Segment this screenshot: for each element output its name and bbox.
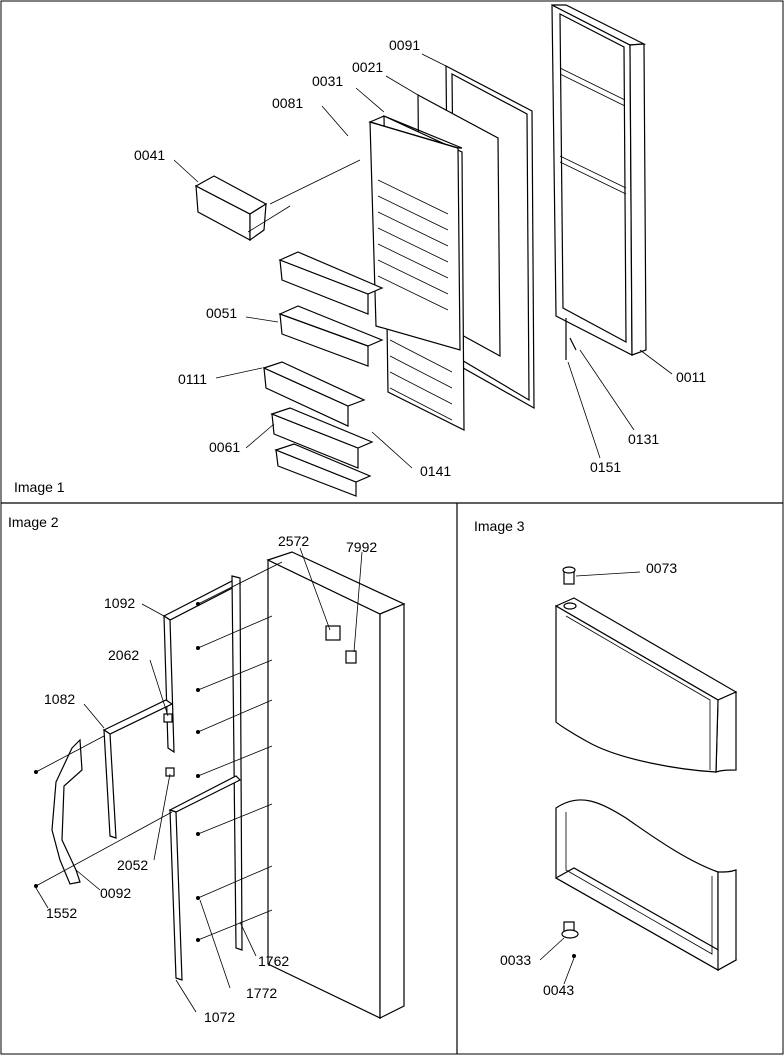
image1-drawing (173, 4, 673, 497)
image2-leaders (35, 547, 363, 1013)
image1-leaders (173, 53, 673, 469)
callout-0031: 0031 (312, 73, 343, 89)
callout-0092: 0092 (100, 885, 131, 901)
image3-leaders (539, 571, 641, 985)
callout-0011: 0011 (676, 369, 706, 385)
image2-caption: Image 2 (8, 514, 59, 530)
callout-0061: 0061 (209, 439, 240, 455)
door-top-segment (554, 597, 738, 773)
image2-connectors (35, 561, 283, 941)
callout-2052: 2052 (117, 857, 148, 873)
image3-drawing (539, 566, 738, 985)
door-block (266, 551, 406, 1019)
callout-0041: 0041 (134, 147, 165, 163)
callout-0033: 0033 (500, 952, 531, 968)
callout-0073: 0073 (646, 560, 677, 576)
image3-caption: Image 3 (474, 518, 525, 534)
hinge-parts (565, 318, 577, 360)
callout-0091: 0091 (389, 37, 420, 53)
callout-0021: 0021 (352, 59, 383, 75)
callout-0111: 0111 (178, 371, 207, 387)
callout-0051: 0051 (206, 305, 237, 321)
callout-0151: 0151 (590, 459, 621, 475)
callout-2572: 2572 (278, 533, 309, 549)
image2-drawing (34, 547, 406, 1019)
door-bottom-segment (554, 799, 738, 972)
image3-labels: Image 3 0073 0033 0043 (474, 518, 677, 998)
image1-labels: Image 1 0091 0021 0031 0081 0041 0051 01… (14, 37, 706, 495)
callout-0043: 0043 (543, 982, 574, 998)
door-bins (262, 251, 384, 497)
callout-1092: 1092 (104, 595, 135, 611)
callout-1772: 1772 (246, 985, 277, 1001)
top-plug (562, 566, 577, 610)
bottom-hinge (561, 921, 579, 958)
callout-0131: 0131 (628, 431, 659, 447)
trim-strips (102, 575, 243, 981)
callout-1552: 1552 (46, 905, 77, 921)
door-liner (368, 93, 501, 431)
door-handle (51, 738, 83, 885)
outer-door-panel (551, 4, 647, 356)
image2-labels: Image 2 2572 7992 1092 2062 1082 2052 00… (8, 514, 377, 1025)
callout-1082: 1082 (44, 691, 75, 707)
callout-2062: 2062 (108, 647, 139, 663)
callout-0141: 0141 (420, 463, 451, 479)
callout-1072: 1072 (204, 1009, 235, 1025)
dairy-door (194, 175, 268, 242)
image1-caption: Image 1 (14, 479, 65, 495)
callout-1762: 1762 (258, 953, 289, 969)
callout-7992: 7992 (346, 539, 377, 555)
callout-0081: 0081 (272, 95, 303, 111)
image2-screws (34, 602, 200, 942)
